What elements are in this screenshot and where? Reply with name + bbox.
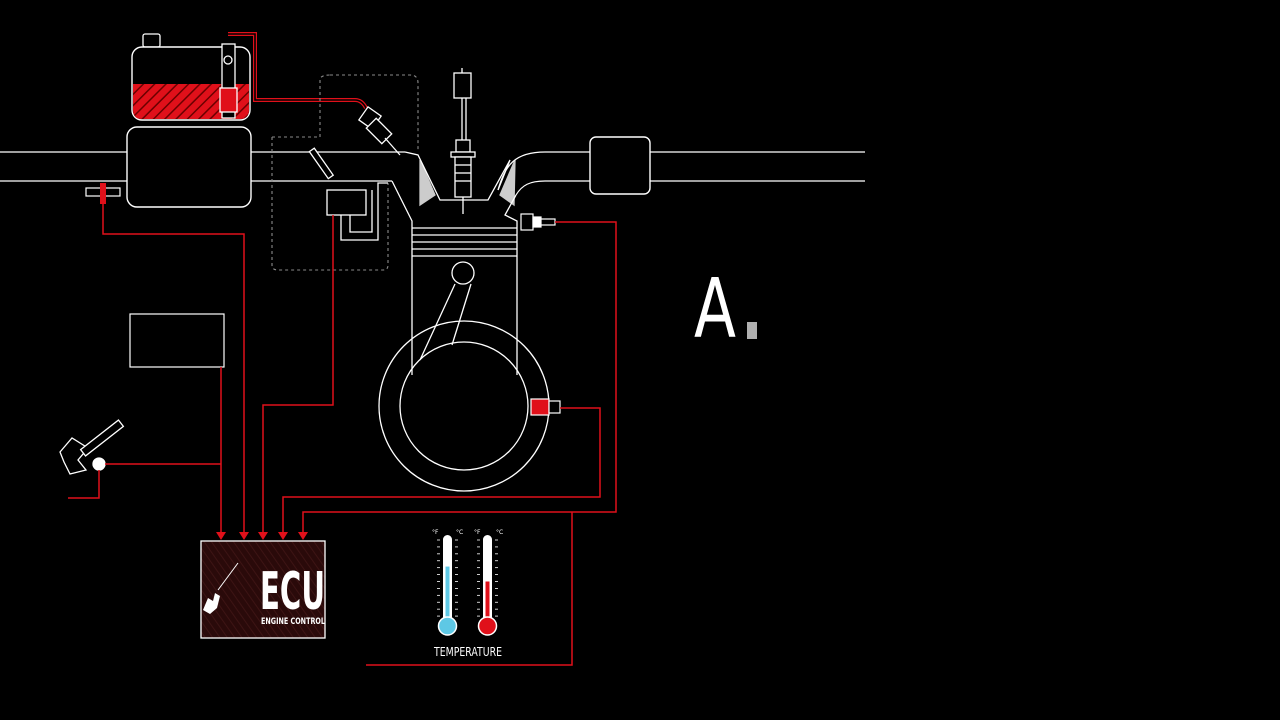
spark-plug-icon [450,68,476,214]
throttle-body-outline [271,74,419,271]
crank-sensor-mount [548,400,561,414]
throttle-valve-icon [308,147,335,180]
air-flow-sensor-icon [129,313,225,368]
coolant-temp-sensor-icon [520,213,556,231]
temperature-label: TEMPERATURE [433,645,502,659]
hand-icon [203,593,220,614]
catalytic-converter-box [589,136,651,195]
heading-letter: A [694,262,736,357]
ecu-input-arrows [216,532,308,540]
svg-text:°C: °C [456,529,463,536]
accelerator-pedal-icon [59,419,125,475]
svg-text:°C: °C [496,529,503,536]
svg-text:°F: °F [474,529,481,536]
intake-pipe [0,151,405,182]
air-filter-box [126,126,252,208]
crank-position-sensor-icon [530,398,550,416]
heading-cursor [747,322,757,339]
throttle-position-sensor-icon [326,182,388,241]
fuel-pump-icon [219,43,238,119]
exhaust-pipe [497,151,865,196]
signal-wires [68,204,617,666]
crankshaft-icon [378,283,550,492]
piston-icon [411,227,518,375]
fuel-injector-icon [357,105,401,156]
fuel-line [228,32,368,109]
intake-air-temp-sensor-icon [85,183,121,204]
thermometer-cold-icon: °F °C [432,529,463,636]
thermometer-hot-icon: °F °C [474,529,503,636]
ecu-module: ECU ENGINE CONTROL [200,540,326,639]
ecu-title: ECU [260,562,325,622]
ecu-subtitle: ENGINE CONTROL [261,617,325,627]
svg-text:°F: °F [432,529,439,536]
cylinder-head [391,151,518,228]
